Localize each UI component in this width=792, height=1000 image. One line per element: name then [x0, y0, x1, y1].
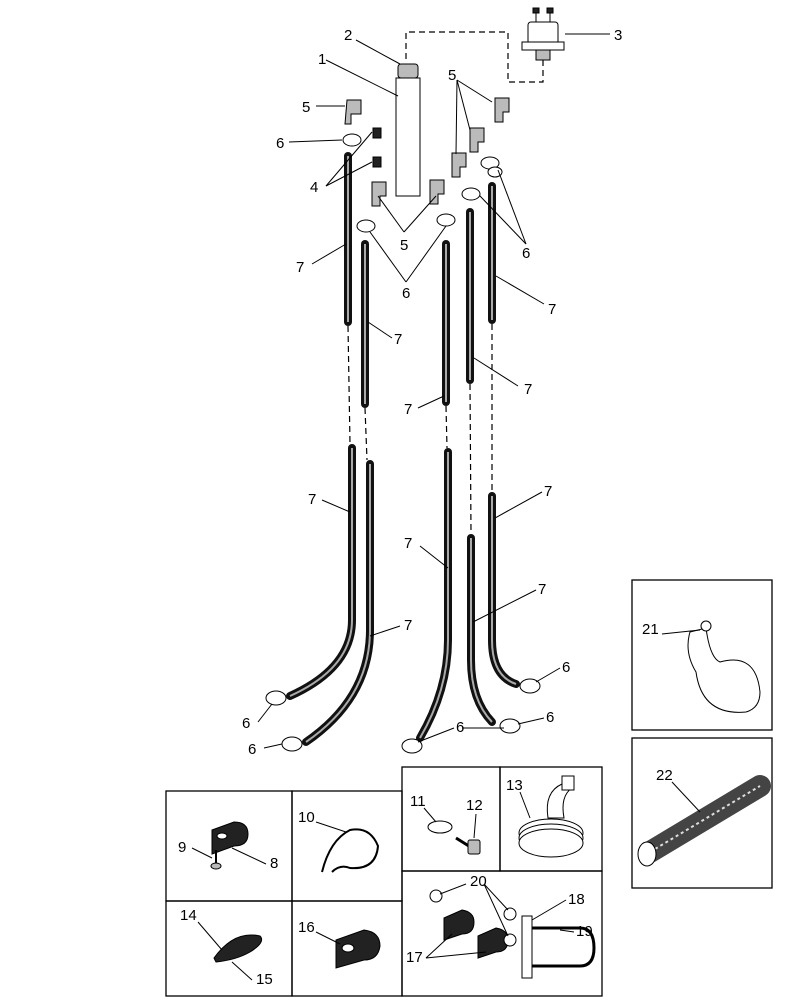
reservoir-tube — [395, 63, 421, 197]
callout-7d: 7 — [524, 381, 532, 398]
callout-7b: 7 — [548, 301, 556, 318]
screw-part-9 — [210, 850, 222, 870]
callout-6d: 6 — [242, 715, 250, 732]
callout-2: 2 — [344, 27, 352, 44]
spring-clip-10 — [321, 828, 380, 873]
plugs — [372, 127, 382, 168]
callout-6f: 6 — [456, 719, 464, 736]
kit-boxes — [165, 579, 773, 997]
tie-wrap-13 — [518, 775, 584, 858]
callout-21: 21 — [642, 621, 659, 638]
callout-12: 12 — [466, 797, 483, 814]
callout-7g: 7 — [544, 483, 552, 500]
cable-tie-14 — [213, 934, 263, 963]
hoses-lower — [286, 444, 520, 746]
callout-4: 4 — [310, 179, 318, 196]
callout-6a: 6 — [276, 135, 284, 152]
callout-7e: 7 — [404, 401, 412, 418]
callout-6b: 6 — [522, 245, 530, 262]
callout-5a: 5 — [302, 99, 310, 116]
leader-lines — [257, 33, 610, 749]
callout-5b: 5 — [448, 67, 456, 84]
box-spring-10 — [291, 790, 403, 902]
hose-clamps-lower — [265, 678, 541, 754]
callout-7i: 7 — [538, 581, 546, 598]
box-17-20 — [401, 870, 603, 997]
callout-20: 20 — [470, 873, 487, 890]
callout-7c: 7 — [394, 331, 402, 348]
continuation-dashes — [347, 324, 493, 535]
callout-7j: 7 — [404, 617, 412, 634]
callout-18: 18 — [568, 891, 585, 908]
pressure-switch — [521, 7, 565, 61]
nuts-20 — [429, 889, 517, 947]
callout-5c: 5 — [400, 237, 408, 254]
callout-16: 16 — [298, 919, 315, 936]
callout-6e: 6 — [248, 741, 256, 758]
callout-9: 9 — [178, 839, 186, 856]
elbow-fittings — [344, 97, 510, 207]
callout-14: 14 — [180, 907, 197, 924]
callout-6c: 6 — [402, 285, 410, 302]
clip-part-8 — [211, 821, 249, 855]
switch-connection-dashed — [405, 31, 544, 83]
callout-19: 19 — [576, 923, 593, 940]
washer-11 — [427, 820, 453, 834]
callout-13: 13 — [506, 777, 523, 794]
callout-7a: 7 — [296, 259, 304, 276]
clamps-17 — [443, 909, 509, 959]
hoses-upper — [344, 152, 496, 408]
box-11-12 — [401, 766, 501, 872]
callout-17: 17 — [406, 949, 423, 966]
strap-21 — [687, 620, 761, 713]
callout-7f: 7 — [308, 491, 316, 508]
callout-10: 10 — [298, 809, 315, 826]
plate-18 — [521, 915, 533, 979]
callout-6g: 6 — [546, 709, 554, 726]
convoluted-tubing-22 — [637, 775, 771, 867]
callout-7h: 7 — [404, 535, 412, 552]
callout-22: 22 — [656, 767, 673, 784]
box-leader-lines — [191, 629, 701, 981]
callout-6h: 6 — [562, 659, 570, 676]
box-21 — [631, 579, 773, 731]
callout-11: 11 — [410, 793, 426, 810]
clamp-16 — [335, 929, 381, 969]
callout-1: 1 — [318, 51, 326, 68]
bolt-12 — [455, 836, 481, 855]
callout-3: 3 — [614, 27, 622, 44]
callouts: 1 2 3 4 5 5 5 6 6 6 6 6 6 6 6 7 7 7 7 7 … — [178, 27, 673, 988]
callout-15: 15 — [256, 971, 273, 988]
ubolt-19 — [532, 926, 596, 968]
box-22 — [631, 737, 773, 889]
hose-clamps-upper — [342, 133, 503, 233]
callout-8: 8 — [270, 855, 278, 872]
